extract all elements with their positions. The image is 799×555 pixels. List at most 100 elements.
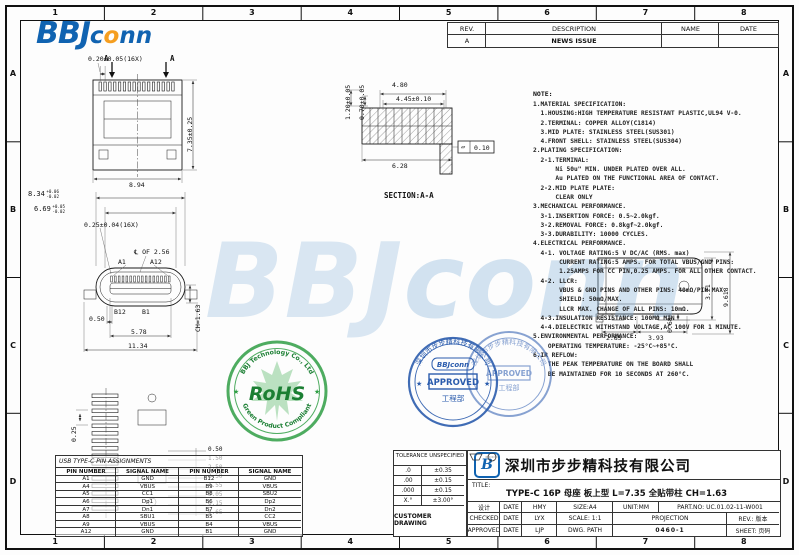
pin-label-b12: B12 [114, 308, 126, 316]
approval-stamp-front: 深圳市步步精科技有限公司 BBJconn APPROVED 工程部 ★ ★ [407, 337, 499, 428]
role-checked: CHECKED [467, 512, 500, 525]
section-view-linework [348, 89, 495, 175]
tolerance-value: ±0.35 [421, 466, 464, 476]
dim-shell-width-value: 8.34 [28, 190, 45, 198]
dim-050: 0.50 [89, 315, 105, 323]
note-line: 2.TERMINAL: COPPER ALLOY(C1814) [533, 119, 656, 127]
note-line: 5.ENVIRONMENTAL PERFORMANCE: [533, 333, 638, 341]
pin-number-cell: A9 [55, 519, 116, 529]
pin-table-body: A1 GND B12 GND A4 VBUS B9 VBUS A5 CC1 B8… [55, 474, 302, 536]
note-line: 3-3.DURABILITY: 10000 CYCLES. [533, 231, 649, 239]
pin-number-cell: B6 [178, 497, 239, 506]
grid-label: 7 [642, 8, 649, 17]
note-line: VBUS & GND PINS AND OTHER PINS: 40mΩ/PIN… [533, 286, 727, 294]
note-line: 3-2.REMOVAL FORCE: 0.8kgf~2.0kgf. [533, 221, 664, 229]
revision-table: REV. DESCRIPTION NAME DATE A NEWS ISSUE [447, 22, 779, 48]
signal-name-cell: Dp1 [115, 497, 179, 506]
note-line: CURRENT RATING:5 AMPS. FOR TOTAL VBUS/GN… [533, 259, 735, 267]
tolerance-value: ±3.00° [421, 496, 464, 506]
pin-number-cell: A5 [55, 489, 116, 499]
tolerance-title: TOLERANCE UNSPECIFIED [394, 451, 466, 466]
pin-label-a1: A1 [118, 258, 126, 266]
dim-body-height: 7.35±0.25 [186, 116, 194, 152]
rev-cell [718, 34, 778, 47]
signal-name-cell: GND [115, 474, 179, 484]
logo-text-bbj: BBJ [36, 16, 91, 51]
grid-label: D [782, 476, 790, 486]
dim-068: 0.68 [666, 317, 674, 333]
flatness-symbol-icon: ▱ [461, 142, 466, 151]
rev-cell [661, 34, 719, 47]
date-label: DATE [499, 512, 522, 525]
star-icon: ★ [484, 380, 490, 388]
pin-table-header: SIGNAL NAME [238, 467, 301, 476]
grid-label: 6 [544, 537, 550, 546]
pin-number-cell: A1 [55, 474, 116, 484]
dim-1134: 11.34 [128, 342, 148, 350]
grid-label: A [9, 69, 17, 79]
rohs-stamp: BBJ Technology Co., Ltd Green Product Co… [226, 340, 328, 442]
side-view-linework [595, 251, 734, 335]
signal-name-cell: Dn2 [238, 504, 301, 514]
section-letter-a-right: A [170, 54, 175, 63]
rev-cell: NEWS ISSUE [485, 34, 662, 47]
dim-pad-width: 0.25±0.04(16X) [84, 221, 139, 229]
signal-name-cell: Dp2 [238, 497, 301, 506]
note-line: Ni 50u" MIN. UNDER PLATED OVER ALL. [533, 166, 686, 174]
pin-table-header: PIN NUMBER [178, 467, 239, 476]
role-approved: APPROVED [467, 523, 500, 536]
star-icon: ★ [233, 388, 239, 396]
note-line: 3.MECHANICAL PERFORMANCE. [533, 203, 627, 211]
pin-number-cell: A12 [55, 527, 116, 536]
dim-628: 6.28 [392, 162, 408, 170]
grid-label: 7 [642, 537, 649, 546]
pin-number-cell: A6 [55, 497, 116, 506]
top-view-linework [92, 62, 197, 183]
note-line: LLCR MAX. CHANGE OF ALL PINS: 10mΩ. [533, 305, 690, 313]
stamp-logo-text: BBJconn [437, 361, 469, 369]
pin-table-header: SIGNAL NAME [115, 467, 179, 476]
drawing-number: 0460-1 [612, 523, 727, 536]
grid-label: 5 [445, 537, 452, 546]
checker-name: LYX [521, 512, 557, 525]
stamp-approved-text: APPROVED [427, 378, 479, 388]
dim-opening-width: 6.69+0.05-0.02 [34, 204, 65, 214]
signal-name-cell: VBUS [238, 519, 301, 529]
dim-025: 0.25 [70, 426, 78, 442]
grid-label: 2 [150, 537, 157, 546]
note-line: SHIELD: 50mΩ/MAX. [533, 296, 623, 304]
pin-number-cell: A4 [55, 482, 116, 491]
grid-label: D [9, 476, 17, 486]
tolerance-value: ±0.15 [421, 486, 464, 496]
note-line: 4.ELECTRICAL PERFORMANCE. [533, 240, 627, 248]
grid-label: C [783, 340, 789, 350]
star-icon: ★ [416, 380, 422, 388]
pin-number-cell: B9 [178, 482, 239, 491]
tolerance-precision: .000 [393, 486, 422, 496]
pcb-ladder-dim: 0.50 [208, 446, 223, 453]
note-line: 1.25AMPS FOR CC PIN,0.25 AMPS. FOR ALL O… [533, 268, 757, 276]
company-logo: B [474, 452, 500, 478]
note-line: 4-3.INSULATION RESISTANCE: 100MΩ MIN [533, 314, 675, 322]
tolerance-precision: .00 [393, 476, 422, 486]
star-icon: ★ [314, 388, 320, 396]
tolerance-value: ±0.15 [421, 476, 464, 486]
rev-header: DATE [718, 22, 778, 35]
grid-label: 4 [347, 8, 354, 17]
rev-header: DESCRIPTION [485, 22, 662, 35]
grid-label: 4 [347, 537, 354, 546]
maple-leaf-icon [251, 361, 303, 421]
pin-number-cell: B4 [178, 519, 239, 529]
scale: SCALE: 1:1 [556, 512, 613, 525]
tolerance-precision: .0 [393, 466, 422, 476]
pin-table-header: PIN NUMBER [55, 467, 116, 476]
grid-label: 3 [249, 537, 255, 546]
note-line: 2-1.TERMINAL: [533, 156, 589, 164]
note-line: 3-1.INSERTION FORCE: 0.5~2.0kgf. [533, 212, 660, 220]
signal-name-cell: VBUS [115, 482, 179, 491]
signal-name-cell: SBU1 [115, 512, 179, 521]
